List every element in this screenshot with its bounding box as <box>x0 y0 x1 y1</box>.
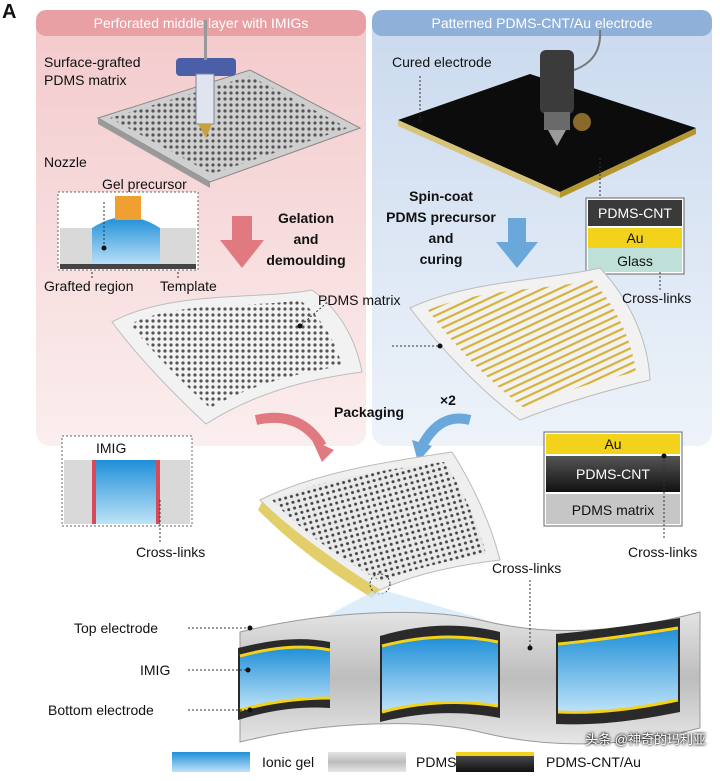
pdms-matrix-inset2-label: PDMS matrix <box>571 502 655 518</box>
print-plate-pattern <box>110 76 348 174</box>
electrode-printer-knob <box>573 113 591 131</box>
device-sheet-gold-edge <box>258 502 380 598</box>
spin-coat-arrow <box>496 218 538 268</box>
print-plate-edge <box>98 118 210 188</box>
packaging-arrow-right <box>417 413 472 449</box>
leader-dots <box>101 117 667 713</box>
perforated-sheet-holes <box>130 300 342 408</box>
packaging-label: Packaging <box>334 404 405 420</box>
packaging-arrowhead-left <box>312 440 334 462</box>
watermark: 头条 @神奇的玛利亚 <box>585 732 706 747</box>
cross-links-label-b: Cross-links <box>136 544 206 560</box>
top-electrode-label: Top electrode <box>74 620 159 636</box>
imig-graft-left <box>92 460 96 524</box>
template-right <box>160 228 196 268</box>
right-panel-title: Patterned PDMS-CNT/Au electrode <box>431 15 653 31</box>
left-panel-title: Perforated middle layer with IMIGs <box>93 15 309 31</box>
syringe-body <box>195 73 215 125</box>
legend-swatch-ionic-gel <box>172 752 250 772</box>
layer-au <box>588 228 682 248</box>
stack-au <box>546 434 680 454</box>
gel-precursor-drop <box>115 196 141 220</box>
packaging-arrowhead-right <box>412 440 432 462</box>
right-title-bar <box>372 10 712 36</box>
device-sheet-grid <box>272 462 486 582</box>
stack-pdms-matrix <box>546 494 680 524</box>
packaging-arrow-left <box>254 412 327 449</box>
electrode-printer-tip <box>548 130 566 146</box>
gelation-label-1: Gelation <box>277 210 334 226</box>
template-left <box>60 228 92 268</box>
electrode-printer-chuck <box>544 112 570 130</box>
layer-pdms-cnt <box>588 200 682 226</box>
legend-pdms-cnt-au: PDMS-CNT/Au <box>546 754 641 770</box>
figure-letter: A <box>2 1 17 23</box>
grafted-layer <box>60 264 196 269</box>
legend-pdms: PDMS <box>416 754 457 770</box>
pdms-matrix-top-label: PDMS matrix <box>44 72 127 88</box>
imig-graft-right <box>156 460 160 524</box>
imig-gel <box>94 460 158 524</box>
spin-label-1: Spin-coat <box>409 188 473 204</box>
gelation-arrow <box>220 216 264 268</box>
printer-head-mount <box>176 58 236 76</box>
legend-swatch-pdms <box>328 752 406 772</box>
legend-swatch-pdms-cnt-au <box>456 752 534 772</box>
cross-links-label-c: Cross-links <box>628 544 698 560</box>
gel-fill <box>92 217 160 266</box>
pdms-cnt-inset2-label: PDMS-CNT <box>576 466 650 482</box>
legend-ionic-gel: Ionic gel <box>262 754 315 770</box>
cross-links-label-d: Cross-links <box>492 560 562 576</box>
grafted-region-label: Grafted region <box>44 278 134 294</box>
cross-links-label-a: Cross-links <box>622 290 692 306</box>
au-inset2-label: Au <box>604 436 622 452</box>
inset-glass-label: Glass <box>617 253 653 269</box>
imig-wall-right <box>158 460 190 524</box>
electrode-plate <box>398 74 696 192</box>
segment-1 <box>238 639 331 720</box>
imig-wall-left <box>64 460 94 524</box>
surface-grafted-label: Surface-grafted <box>44 54 141 70</box>
bottom-electrode-label: Bottom electrode <box>48 702 154 718</box>
electrode-plate-edge-gold2 <box>560 128 696 198</box>
gelation-label-2: and <box>293 231 319 247</box>
pdms-matrix-mid-label: PDMS matrix <box>318 292 401 308</box>
nozzle-tip <box>198 124 212 138</box>
inset-pdms-cnt-label: PDMS-CNT <box>598 205 672 221</box>
cured-electrode-label: Cured electrode <box>392 54 492 70</box>
segment-2 <box>380 625 500 722</box>
spin-label-3: and <box>428 230 454 246</box>
layer-glass <box>588 248 682 272</box>
imig-inset-label: IMIG <box>96 440 127 456</box>
stack-pdms-cnt <box>546 456 680 492</box>
electrode-printer-body <box>540 50 574 114</box>
gel-precursor-label: Gel precursor <box>102 176 187 192</box>
gelation-label-3: demoulding <box>266 252 346 268</box>
imig-label: IMIG <box>140 662 171 678</box>
spin-label-2: PDMS precursor <box>386 209 496 225</box>
segment-3 <box>556 618 680 725</box>
nozzle-label: Nozzle <box>44 154 87 170</box>
leader-lines <box>91 76 665 711</box>
left-title-bar <box>36 10 366 36</box>
legend-swatch-au-stripe <box>456 752 534 756</box>
zoom-circle <box>369 573 391 595</box>
electrode-sheet-lines <box>428 280 636 408</box>
electrode-printer-cable <box>573 29 602 71</box>
spin-label-4: curing <box>419 251 463 267</box>
template-label: Template <box>160 278 217 294</box>
times-two-label: ×2 <box>440 392 456 408</box>
electrode-plate-edge-gold <box>398 120 560 198</box>
printer-cable <box>204 20 207 60</box>
inset-au-label: Au <box>626 230 644 246</box>
